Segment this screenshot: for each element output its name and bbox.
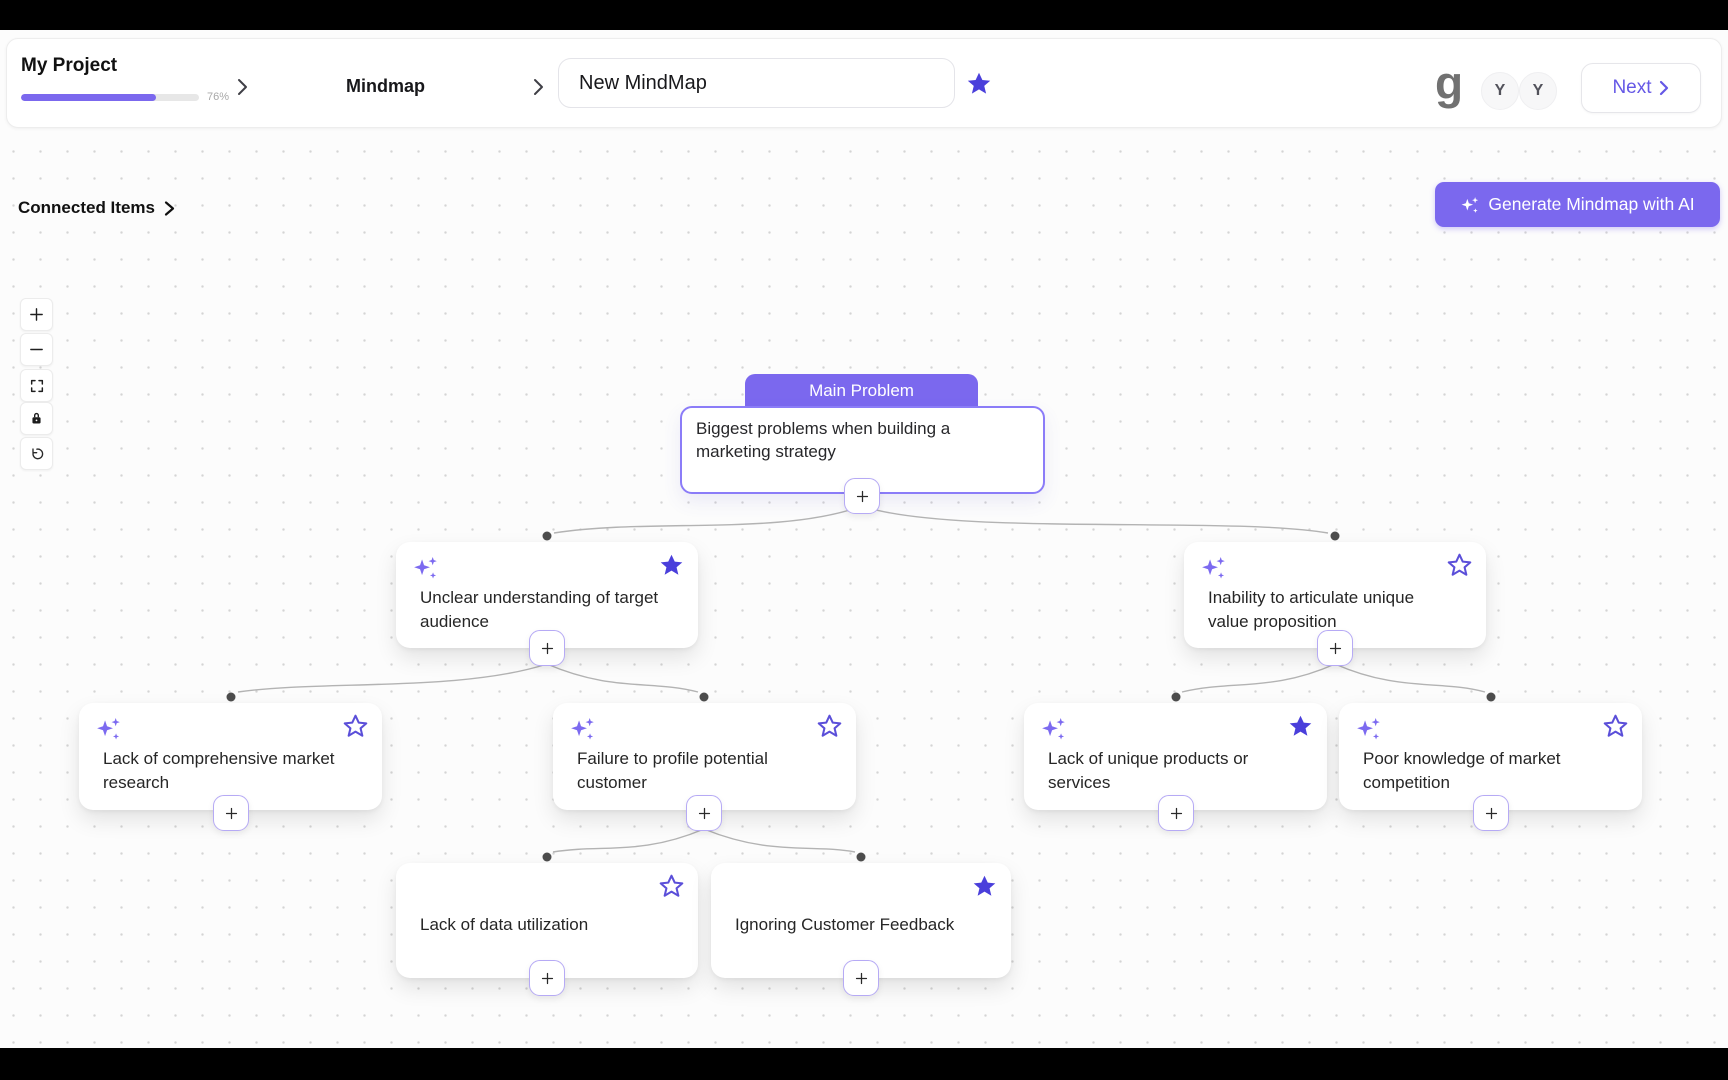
plus-icon: [541, 642, 553, 654]
mindmap-node[interactable]: Lack of data utilization: [396, 863, 698, 978]
plus-icon: [1170, 807, 1182, 819]
add-child-button[interactable]: [529, 630, 565, 666]
add-child-button[interactable]: [686, 795, 722, 831]
header-bar: My Project 76% Mindmap g Y Y: [6, 38, 1722, 128]
ai-sparkles-icon[interactable]: [1040, 715, 1066, 741]
add-child-button[interactable]: [844, 478, 880, 514]
star-toggle-icon[interactable]: [342, 713, 369, 740]
plus-icon: [225, 807, 237, 819]
plus-icon: [1329, 642, 1341, 654]
add-child-button[interactable]: [1158, 795, 1194, 831]
fit-view-button[interactable]: [20, 369, 53, 402]
mindmap-node[interactable]: Failure to profile potential customer: [553, 703, 856, 810]
sparkles-icon: [1461, 197, 1479, 213]
node-text: Lack of unique products or services: [1048, 749, 1249, 792]
avatar[interactable]: Y: [1519, 72, 1557, 110]
add-child-button[interactable]: [1473, 795, 1509, 831]
star-toggle-icon[interactable]: [1287, 713, 1314, 740]
star-outline-icon: [1447, 553, 1472, 576]
fullscreen-icon: [30, 379, 43, 392]
node-text: Lack of comprehensive market research: [103, 749, 335, 792]
mindmap-node[interactable]: Lack of comprehensive market research: [79, 703, 382, 810]
add-child-button[interactable]: [529, 960, 565, 996]
chevron-right-icon: [164, 200, 175, 216]
ai-sparkles-icon[interactable]: [1200, 554, 1226, 580]
next-button[interactable]: Next: [1581, 63, 1701, 113]
node-text: Failure to profile potential customer: [577, 749, 768, 792]
lock-button[interactable]: [20, 402, 53, 435]
root-node-tag-label: Main Problem: [809, 381, 914, 400]
star-outline-icon: [343, 714, 368, 737]
add-child-button[interactable]: [213, 795, 249, 831]
mindmap-canvas[interactable]: My Project 76% Mindmap g Y Y: [0, 30, 1728, 1048]
star-filled-icon: [1289, 715, 1312, 736]
chevron-right-icon: [534, 79, 543, 95]
breadcrumb-mindmap[interactable]: Mindmap: [346, 76, 425, 96]
zoom-out-button[interactable]: [20, 333, 53, 366]
ai-sparkles-icon[interactable]: [1355, 715, 1381, 741]
app-logo: g: [1435, 57, 1464, 109]
star-outline-icon: [659, 874, 684, 897]
avatar-initial: Y: [1494, 82, 1506, 99]
project-name: My Project: [21, 55, 118, 76]
node-text: Inability to articulate unique value pro…: [1208, 588, 1415, 631]
star-filled-icon: [660, 554, 683, 575]
star-toggle-icon[interactable]: [1446, 552, 1473, 579]
star-toggle-icon[interactable]: [658, 873, 685, 900]
reset-view-button[interactable]: [20, 437, 53, 470]
undo-rotate-icon: [31, 447, 43, 459]
project-progress-fill: [21, 94, 157, 101]
plus-icon: [856, 490, 868, 502]
chevron-right-icon: [1659, 80, 1668, 96]
chevron-right-icon: [238, 79, 247, 95]
mindmap-title-input[interactable]: [558, 58, 955, 108]
star-outline-icon: [817, 714, 842, 737]
plus-icon: [698, 807, 710, 819]
add-child-button[interactable]: [843, 960, 879, 996]
minus-icon: [30, 348, 43, 351]
star-filled-icon: [973, 875, 996, 896]
plus-icon: [541, 972, 553, 984]
node-text: Lack of data utilization: [420, 915, 589, 934]
connected-items-toggle[interactable]: Connected Items: [18, 198, 176, 218]
connected-items-label: Connected Items: [18, 198, 155, 217]
letterbox-bottom: [0, 1048, 1728, 1080]
next-button-label: Next: [1612, 77, 1652, 98]
generate-mindmap-ai-button[interactable]: Generate Mindmap with AI: [1435, 182, 1720, 227]
add-child-button[interactable]: [1317, 630, 1353, 666]
node-text: Ignoring Customer Feedback: [735, 915, 955, 934]
plus-icon: [30, 308, 43, 321]
project-progress-bar: [21, 94, 199, 101]
node-text: Poor knowledge of market competition: [1363, 749, 1561, 792]
lock-icon: [32, 412, 41, 424]
node-text: Unclear understanding of target audience: [420, 588, 659, 631]
star-toggle-icon[interactable]: [816, 713, 843, 740]
plus-icon: [1485, 807, 1497, 819]
root-node-tag: Main Problem: [745, 374, 978, 408]
star-toggle-icon[interactable]: [658, 552, 685, 579]
ai-sparkles-icon[interactable]: [412, 554, 438, 580]
ai-sparkles-icon[interactable]: [95, 715, 121, 741]
star-outline-icon: [1603, 714, 1628, 737]
mindmap-node[interactable]: Lack of unique products or services: [1024, 703, 1327, 810]
letterbox-top: [0, 0, 1728, 30]
favorite-star-icon[interactable]: [965, 70, 993, 98]
star-toggle-icon[interactable]: [971, 873, 998, 900]
zoom-in-button[interactable]: [20, 298, 53, 331]
star-toggle-icon[interactable]: [1602, 713, 1629, 740]
plus-icon: [855, 972, 867, 984]
generate-mindmap-ai-label: Generate Mindmap with AI: [1488, 194, 1695, 214]
project-progress-label: 76%: [207, 91, 230, 103]
mindmap-node[interactable]: Poor knowledge of market competition: [1339, 703, 1642, 810]
avatar[interactable]: Y: [1481, 72, 1519, 110]
ai-sparkles-icon[interactable]: [569, 715, 595, 741]
avatar-initial: Y: [1532, 82, 1544, 99]
mindmap-node[interactable]: Ignoring Customer Feedback: [711, 863, 1011, 978]
root-node-text: Biggest problems when building a marketi…: [696, 419, 951, 461]
